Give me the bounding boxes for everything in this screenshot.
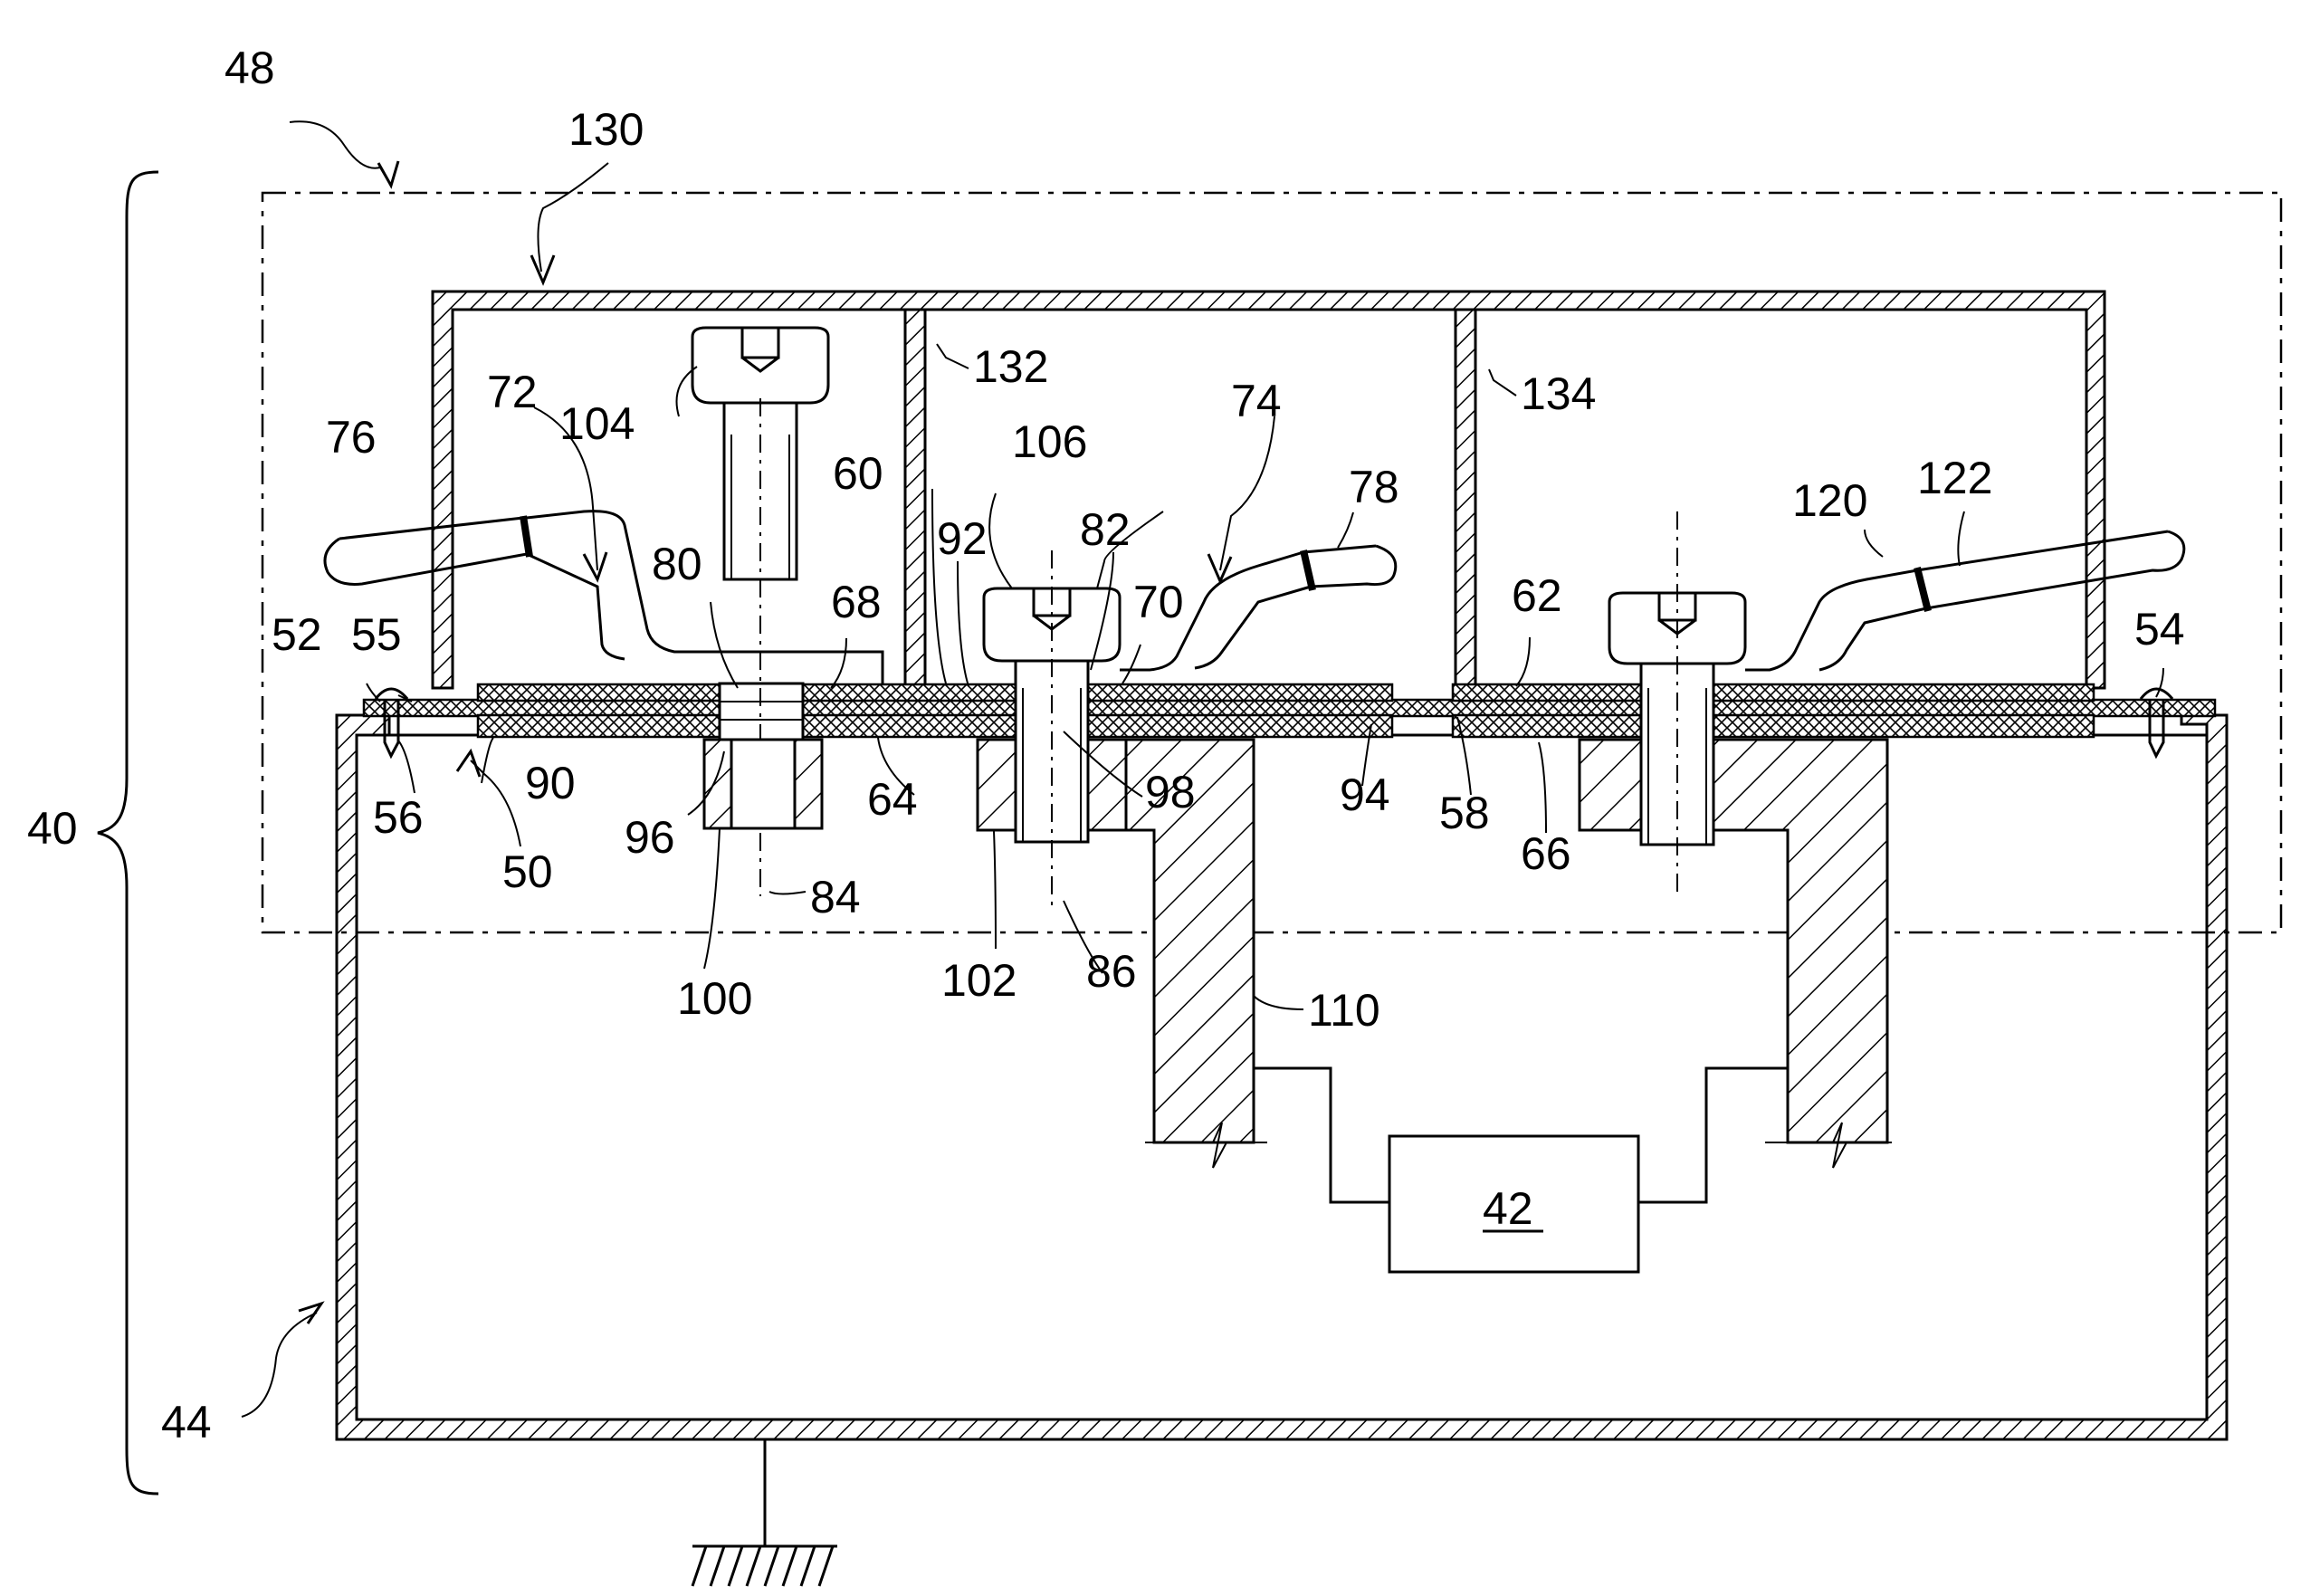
label-44: 44: [161, 1397, 212, 1448]
label-106: 106: [1012, 416, 1087, 467]
label-68: 68: [831, 577, 882, 627]
label-90: 90: [525, 758, 576, 808]
standoff-100: [704, 740, 822, 828]
label-64: 64: [867, 774, 918, 825]
label-94: 94: [1340, 769, 1390, 820]
label-102: 102: [941, 955, 1017, 1006]
label-92: 92: [937, 513, 988, 564]
label-52: 52: [272, 609, 322, 660]
label-122: 122: [1917, 453, 1992, 503]
label-58: 58: [1439, 788, 1490, 838]
label-100: 100: [677, 973, 752, 1024]
label-84: 84: [810, 872, 861, 922]
label-134: 134: [1521, 368, 1596, 419]
label-40: 40: [27, 803, 78, 854]
label-62: 62: [1512, 570, 1562, 621]
cable-122: [1745, 531, 2184, 670]
label-96: 96: [625, 812, 675, 863]
label-120: 120: [1792, 475, 1867, 526]
wall-132: [905, 310, 925, 688]
label-55: 55: [351, 609, 402, 660]
wall-134: [1456, 310, 1475, 688]
cable-76: [325, 511, 883, 683]
label-72: 72: [487, 367, 538, 417]
label-56: 56: [373, 792, 424, 843]
substrate-stack: [364, 683, 2215, 740]
label-42: 42: [1483, 1183, 1533, 1234]
label-70: 70: [1133, 577, 1184, 627]
label-130: 130: [568, 104, 644, 155]
label-48: 48: [224, 43, 275, 93]
label-66: 66: [1521, 828, 1571, 879]
label-80: 80: [652, 539, 702, 589]
label-50: 50: [502, 846, 553, 897]
label-82: 82: [1080, 504, 1131, 555]
label-98: 98: [1145, 767, 1196, 817]
brace-40: [98, 172, 158, 1494]
label-110: 110: [1308, 985, 1380, 1036]
label-132: 132: [973, 341, 1048, 392]
label-60: 60: [833, 448, 883, 499]
ground-symbol: [692, 1439, 837, 1586]
housing-44: [337, 715, 2227, 1439]
label-86: 86: [1086, 946, 1137, 997]
label-76: 76: [326, 412, 377, 463]
label-54: 54: [2134, 604, 2185, 655]
label-78: 78: [1349, 462, 1399, 512]
label-104: 104: [559, 398, 635, 449]
label-74: 74: [1231, 376, 1282, 426]
